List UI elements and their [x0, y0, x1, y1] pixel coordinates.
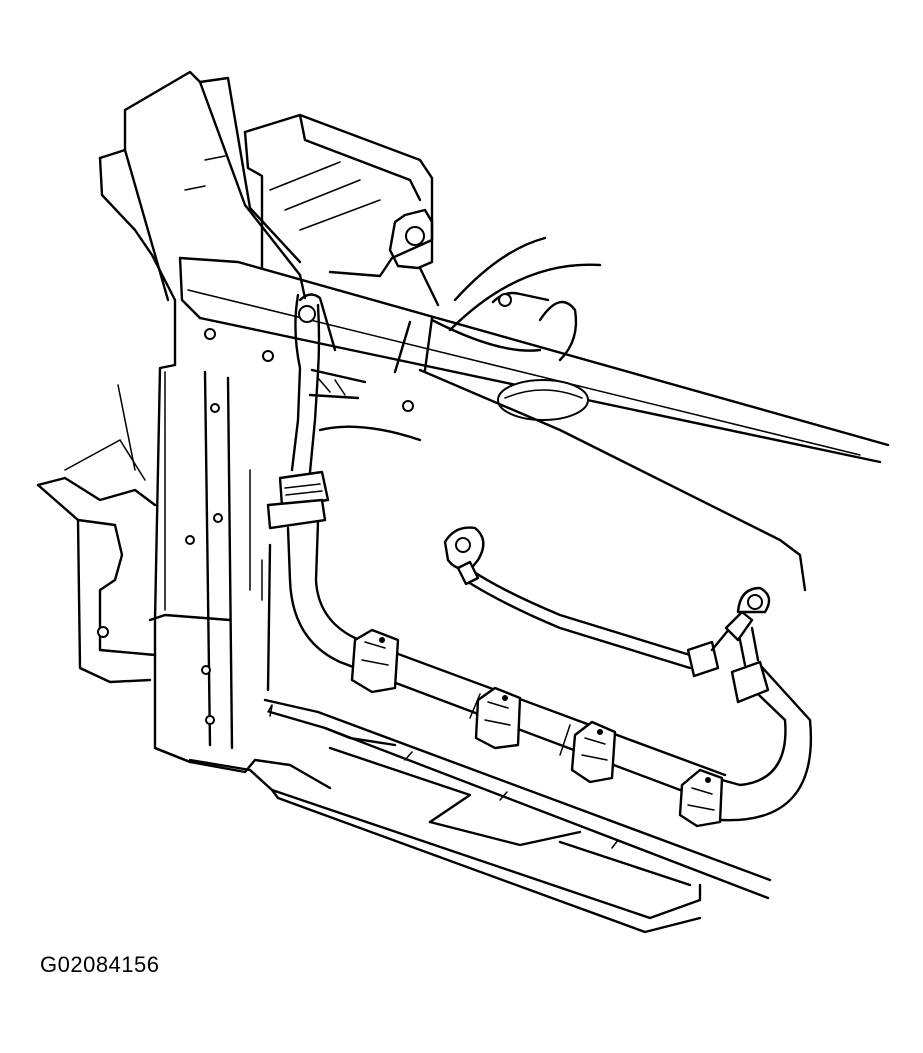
clamp-2 [474, 686, 522, 750]
side-bracket [36, 384, 157, 684]
engine-block [243, 113, 602, 362]
ring-terminal-cable [443, 526, 771, 678]
clamp-4 [678, 768, 724, 828]
grommet-connector [266, 470, 330, 530]
frame-cross-member [178, 256, 890, 592]
battery-cable-curve [718, 626, 813, 822]
clamp-3 [570, 720, 617, 784]
figure-id-label: G02084156 [40, 952, 160, 977]
harness-clamps [350, 628, 724, 828]
vertical-pillar [98, 70, 307, 774]
main-harness-tube [286, 520, 727, 807]
wire-loom [290, 293, 542, 474]
clamp-1 [350, 628, 400, 694]
floor-rail [188, 469, 772, 934]
